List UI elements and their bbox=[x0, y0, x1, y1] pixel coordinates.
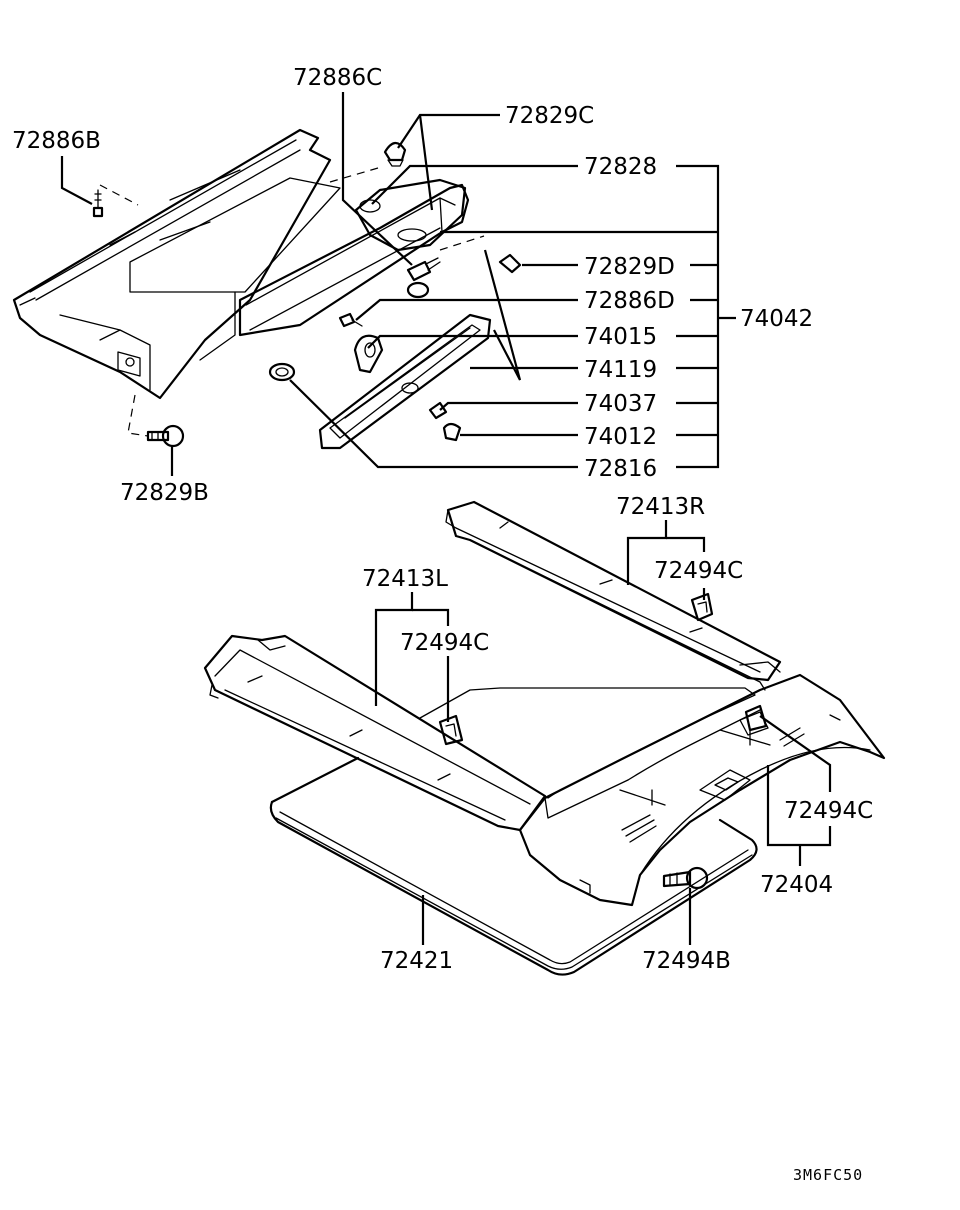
side-rail-72413L bbox=[203, 634, 547, 832]
screw-72886C bbox=[406, 257, 441, 299]
label-72829D: 72829D bbox=[584, 254, 675, 280]
roof-trim-72404 bbox=[518, 673, 886, 907]
label-72829B: 72829B bbox=[120, 480, 209, 506]
sunroof-opening bbox=[419, 687, 756, 799]
clip-74037 bbox=[428, 401, 448, 420]
label-74042: 74042 bbox=[740, 306, 813, 332]
clip-72829D bbox=[498, 253, 522, 274]
label-72404: 72404 bbox=[760, 872, 833, 898]
clip-72829C bbox=[383, 141, 407, 167]
label-72816: 72816 bbox=[584, 456, 657, 482]
label-72886B: 72886B bbox=[12, 128, 101, 154]
clip-72494C-right bbox=[690, 592, 714, 622]
label-72421: 72421 bbox=[380, 948, 453, 974]
label-72494C-right: 72494C bbox=[654, 558, 743, 584]
label-74119: 74119 bbox=[584, 357, 657, 383]
clip-74012 bbox=[442, 422, 462, 442]
screw-72886D bbox=[338, 312, 363, 328]
label-72413R: 72413R bbox=[616, 494, 705, 520]
bracket-72828 bbox=[354, 178, 467, 252]
label-72829C: 72829C bbox=[505, 103, 594, 129]
label-72494C-lower: 72494C bbox=[784, 798, 873, 824]
label-72828: 72828 bbox=[584, 154, 657, 180]
side-rail-72413R bbox=[445, 500, 782, 691]
label-74015: 74015 bbox=[584, 324, 657, 350]
screw-72829B bbox=[146, 424, 185, 448]
label-74012: 74012 bbox=[584, 424, 657, 450]
label-72494C-left: 72494C bbox=[400, 630, 489, 656]
figure-code: 3M6FC50 bbox=[793, 1166, 863, 1184]
clip-72494C-lower bbox=[744, 704, 768, 732]
headlining-panel bbox=[12, 128, 341, 400]
panel-74119 bbox=[318, 313, 492, 450]
clip-72494C-left bbox=[438, 714, 464, 746]
part-74015 bbox=[353, 334, 384, 374]
label-72413L: 72413L bbox=[362, 566, 448, 592]
screw-72886B bbox=[92, 189, 104, 218]
sunroof-seal-72421 bbox=[269, 756, 758, 976]
cap-72816 bbox=[268, 362, 296, 382]
rear-roof-panel bbox=[238, 183, 470, 337]
screw-72494B bbox=[662, 866, 709, 890]
label-74037: 74037 bbox=[584, 391, 657, 417]
label-72886D: 72886D bbox=[584, 288, 675, 314]
label-72886C: 72886C bbox=[293, 65, 382, 91]
label-72494B: 72494B bbox=[642, 948, 731, 974]
